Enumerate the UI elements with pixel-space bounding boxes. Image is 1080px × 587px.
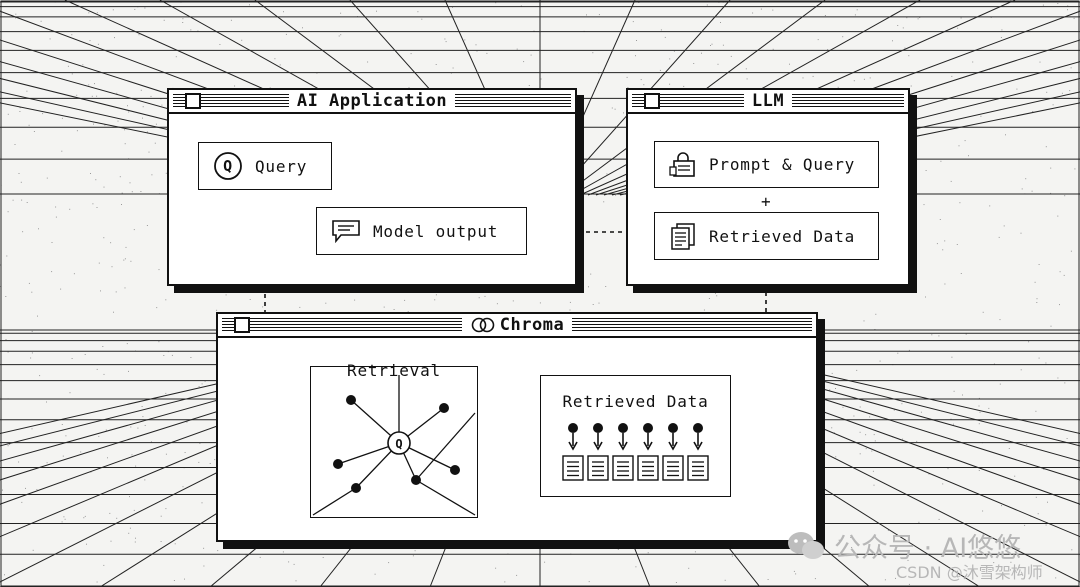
query-node[interactable]: Q Query: [198, 142, 332, 190]
retrieved-document-icon: [587, 423, 609, 481]
watermark-wechat: 公众号 · AI悠悠: [786, 526, 1021, 565]
prompt-query-label: Prompt & Query: [709, 155, 856, 174]
retrieved-documents-row: [562, 423, 709, 481]
llm-retrieved-data-node[interactable]: Retrieved Data: [654, 212, 879, 260]
watermark-line2: CSDN @沐雪架构师: [896, 563, 1043, 582]
close-box-icon[interactable]: [644, 93, 660, 109]
llm-titlebar[interactable]: LLM: [628, 90, 908, 114]
query-label: Query: [255, 156, 308, 176]
ai-application-titlebar[interactable]: AI Application: [169, 90, 575, 114]
watermark-csdn: CSDN @沐雪架构师: [896, 559, 1043, 583]
retrieved-document-icon: [687, 423, 709, 481]
query-icon-glyph: Q: [223, 157, 233, 175]
plus-sign: +: [761, 192, 771, 211]
prompt-query-node[interactable]: Prompt & Query: [654, 141, 879, 188]
query-q-icon: Q: [213, 151, 243, 181]
llm-retrieved-data-label: Retrieved Data: [709, 226, 856, 246]
model-output-node[interactable]: Model output: [316, 207, 527, 255]
speech-bubble-icon: [331, 219, 361, 243]
chroma-retrieved-data-label: Retrieved Data: [562, 392, 709, 411]
retrieved-document-icon: [562, 423, 584, 481]
retrieved-document-icon: [637, 423, 659, 481]
retrieval-graph-icon: Q: [312, 375, 476, 516]
retrieval-q-glyph: Q: [395, 437, 402, 451]
documents-icon: [669, 222, 697, 250]
lock-document-icon: [669, 151, 697, 178]
retrieved-document-icon: [662, 423, 684, 481]
watermark-line1: 公众号 · AI悠悠: [834, 533, 1022, 564]
close-box-icon[interactable]: [185, 93, 201, 109]
close-box-icon[interactable]: [234, 317, 250, 333]
wechat-icon: [788, 531, 824, 559]
model-output-label: Model output: [373, 221, 499, 241]
retrieved-document-icon: [612, 423, 634, 481]
retrieval-panel[interactable]: Retrieval Q: [310, 361, 478, 518]
retrieval-label: Retrieval: [347, 361, 441, 380]
chroma-titlebar[interactable]: Chroma: [218, 314, 816, 338]
chroma-retrieved-data-panel[interactable]: Retrieved Data: [540, 375, 731, 497]
